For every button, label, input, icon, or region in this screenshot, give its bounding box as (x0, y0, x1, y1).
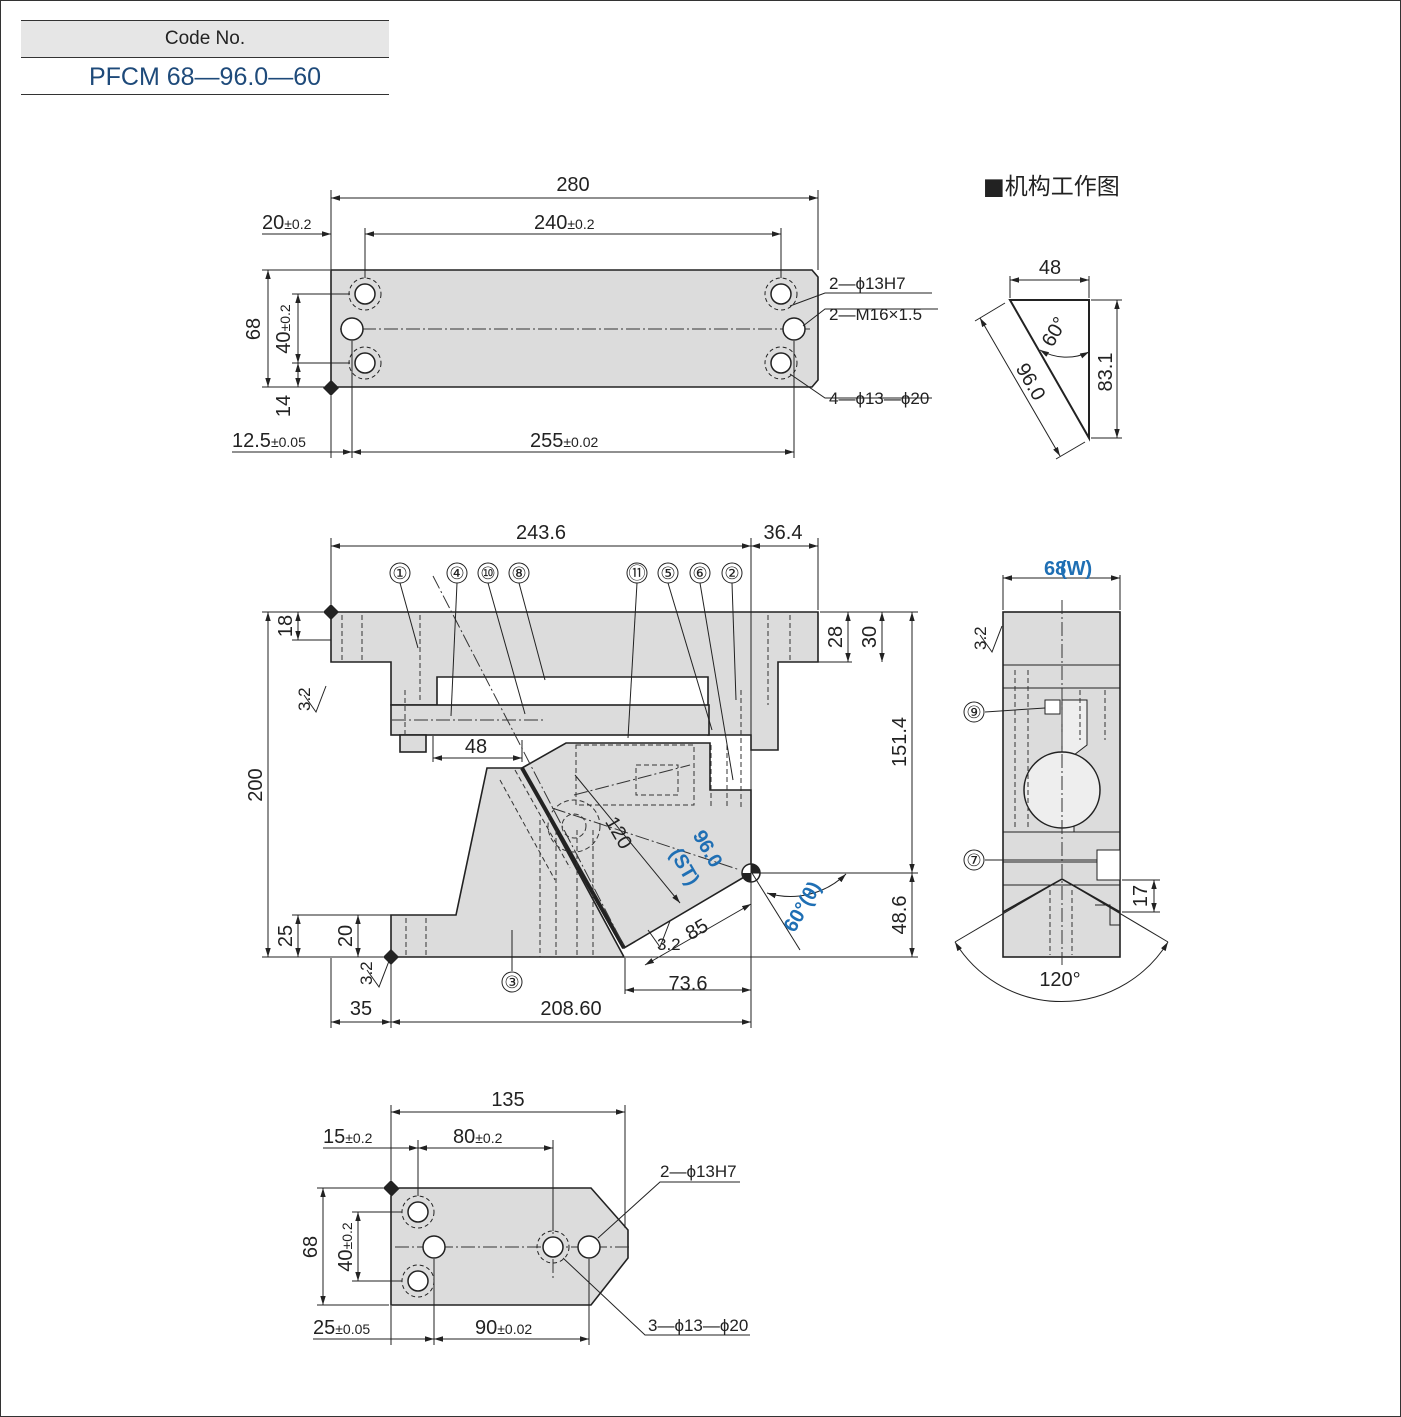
stopper-pin (399, 734, 427, 753)
bottom-view: 135 15±0.2 80±0.2 68 40±0.2 25±0.05 90±0… (300, 1089, 750, 1345)
front-view: 3.2 3.2 3.2 (245, 522, 918, 1028)
dim-151: 151.4 (889, 717, 911, 767)
mechanism-height: 83.1 (1095, 353, 1117, 392)
svg-text:⑤: ⑤ (660, 564, 675, 583)
bottom-dim-edge: 15±0.2 (323, 1126, 373, 1148)
svg-text:⑦: ⑦ (966, 851, 981, 870)
code-number-header: Code No. (21, 20, 389, 58)
bottom-dim-height: 68 (300, 1236, 322, 1258)
dim-overall-length: 280 (556, 174, 589, 196)
top-view: 280 20±0.2 240±0.2 68 40±0.2 14 12.5±0.0… (232, 174, 938, 458)
dim-18: 18 (275, 615, 297, 637)
svg-text:①: ① (392, 564, 407, 583)
note-pin-holes: 2—ϕ13H7 (829, 274, 906, 293)
code-number-value: PFCM 68—96.0—60 (21, 58, 389, 95)
dim-pin-pitch: 255±0.02 (530, 430, 599, 452)
svg-text:⑩: ⑩ (480, 564, 495, 583)
dim-35: 35 (350, 998, 372, 1020)
code-number-box: Code No. PFCM 68—96.0—60 (21, 20, 389, 95)
side-width-label: (W) (1060, 558, 1092, 580)
mechanism-width: 48 (1039, 257, 1061, 279)
bottom-note-pin-holes: 2—ϕ13H7 (660, 1162, 737, 1181)
dim-hole-spacing-v: 40±0.2 (273, 304, 295, 354)
bottom-dim-pitch: 80±0.2 (453, 1126, 503, 1148)
dim-30: 30 (859, 626, 881, 648)
side-width-value: 68 (1044, 558, 1066, 580)
dim-height: 68 (243, 318, 265, 340)
mechanism-title: ■机构工作图 (983, 174, 1120, 200)
dim-base-length: 208.60 (540, 998, 601, 1020)
svg-text:3.2: 3.2 (971, 626, 990, 650)
dim-25: 25 (275, 925, 297, 947)
svg-text:⑥: ⑥ (692, 564, 707, 583)
note-cbore: 4—ϕ13—ϕ20 (829, 389, 929, 408)
bottom-note-cbore: 3—ϕ13—ϕ20 (648, 1316, 748, 1335)
svg-text:③: ③ (504, 973, 519, 992)
top-pin-hole-left (340, 317, 364, 341)
mechanism-diagram: ■机构工作图 48 83.1 96.0 60° (974, 174, 1122, 460)
svg-text:②: ② (724, 564, 739, 583)
bottom-dim-pin-pitch: 90±0.02 (475, 1317, 532, 1339)
side-angle: 120° (1039, 969, 1080, 991)
svg-text:3.2: 3.2 (357, 961, 376, 985)
dim-total-height: 200 (245, 768, 267, 801)
front-balloons: ① ④ ⑩ ⑧ ⑪ ⑤ ⑥ ② ③ (389, 562, 743, 993)
svg-text:⑧: ⑧ (511, 564, 526, 583)
side-dim-17: 17 (1130, 885, 1152, 907)
bottom-dim-vspace: 40±0.2 (335, 1222, 357, 1272)
dim-upper-overhang: 36.4 (764, 522, 803, 544)
dim-28: 28 (825, 626, 847, 648)
note-threads: 2—M16×1.5 (829, 305, 922, 324)
bottom-dim-overall: 135 (491, 1089, 524, 1111)
svg-text:3.2: 3.2 (295, 687, 314, 711)
dim-upper-length: 243.6 (516, 522, 566, 544)
dim-48-slot: 48 (465, 736, 487, 758)
dim-left-pin-offset: 12.5±0.05 (232, 430, 306, 452)
dim-bottom-offset: 14 (273, 395, 295, 417)
dim-20: 20 (335, 925, 357, 947)
dim-48-6: 48.6 (889, 896, 911, 935)
dim-edge-offset: 20±0.2 (262, 212, 312, 234)
dim-85: 85 (682, 915, 712, 945)
top-pin-hole-right (782, 317, 806, 341)
svg-text:④: ④ (449, 564, 464, 583)
dim-angle-theta: 60°(θ) (780, 878, 826, 936)
dim-73-6: 73.6 (669, 973, 708, 995)
svg-text:⑨: ⑨ (966, 703, 981, 722)
dim-hole-pitch: 240±0.2 (534, 212, 595, 234)
side-view: 3.2 68 (W) 17 120° ⑨ ⑦ (954, 558, 1169, 1003)
bottom-dim-pin-offset: 25±0.05 (313, 1317, 370, 1339)
svg-text:⑪: ⑪ (629, 564, 646, 583)
